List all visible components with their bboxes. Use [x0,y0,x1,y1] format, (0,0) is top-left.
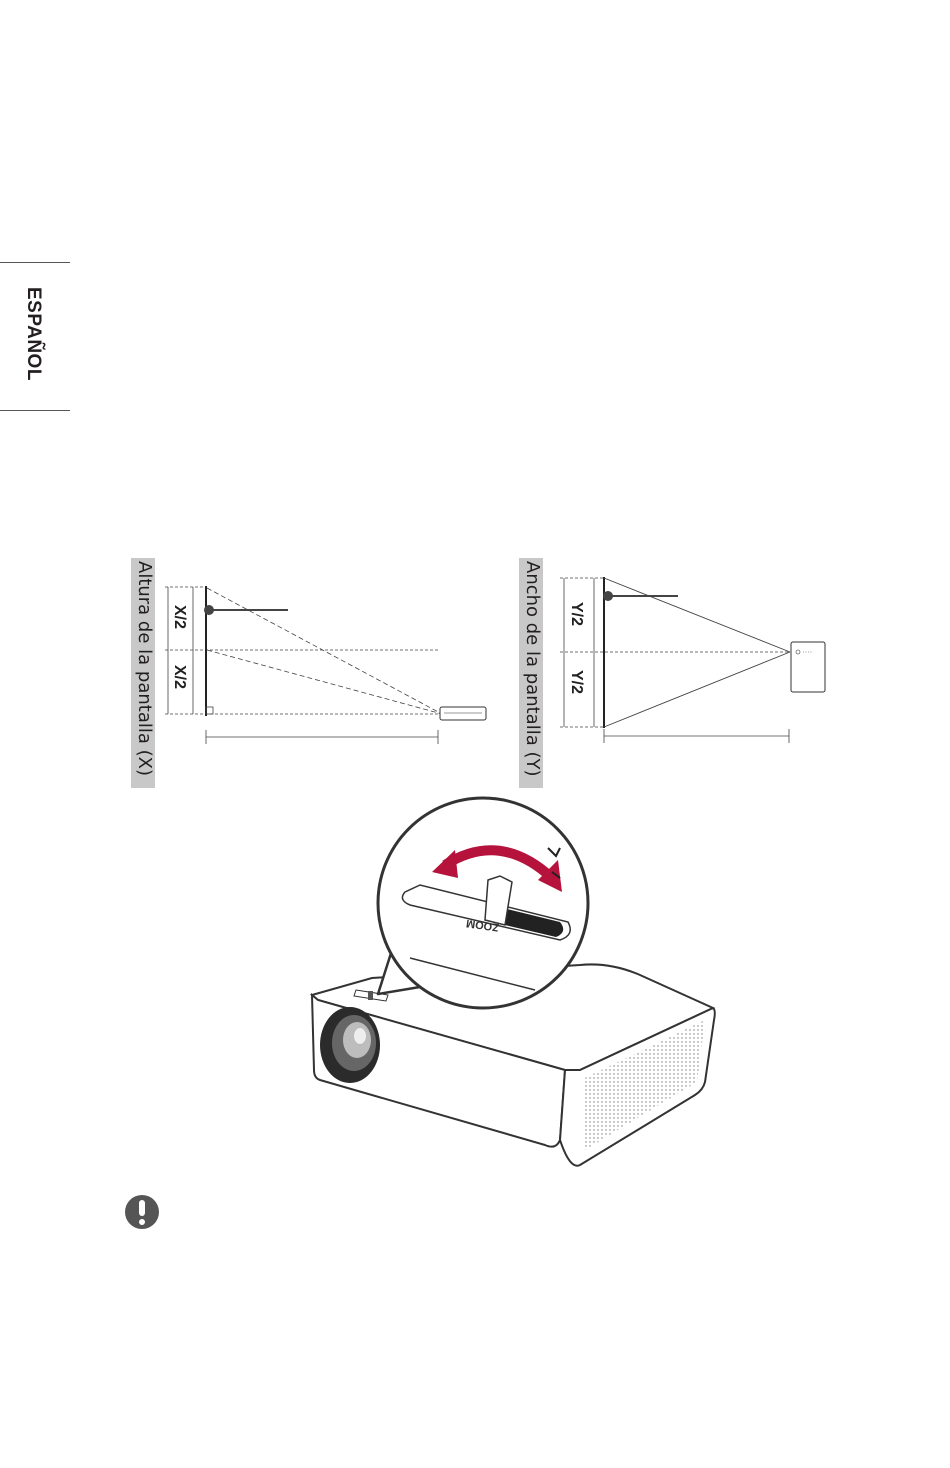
lens-icon [320,1007,380,1083]
exclamation-icon [125,1195,159,1229]
zoom-callout: ZOOM [378,798,588,1008]
projector-side-icon [440,707,486,720]
width-half-bottom-label: Y/2 [568,670,585,694]
height-half-top-label: X/2 [171,605,188,629]
height-half-bottom-label: X/2 [171,665,188,689]
projection-diagram-height: X/2 X/2 [165,586,486,744]
width-half-top-label: Y/2 [568,602,585,626]
projection-diagram-width: Y/2 Y/2 [560,577,825,743]
projector-top-icon [791,642,825,692]
